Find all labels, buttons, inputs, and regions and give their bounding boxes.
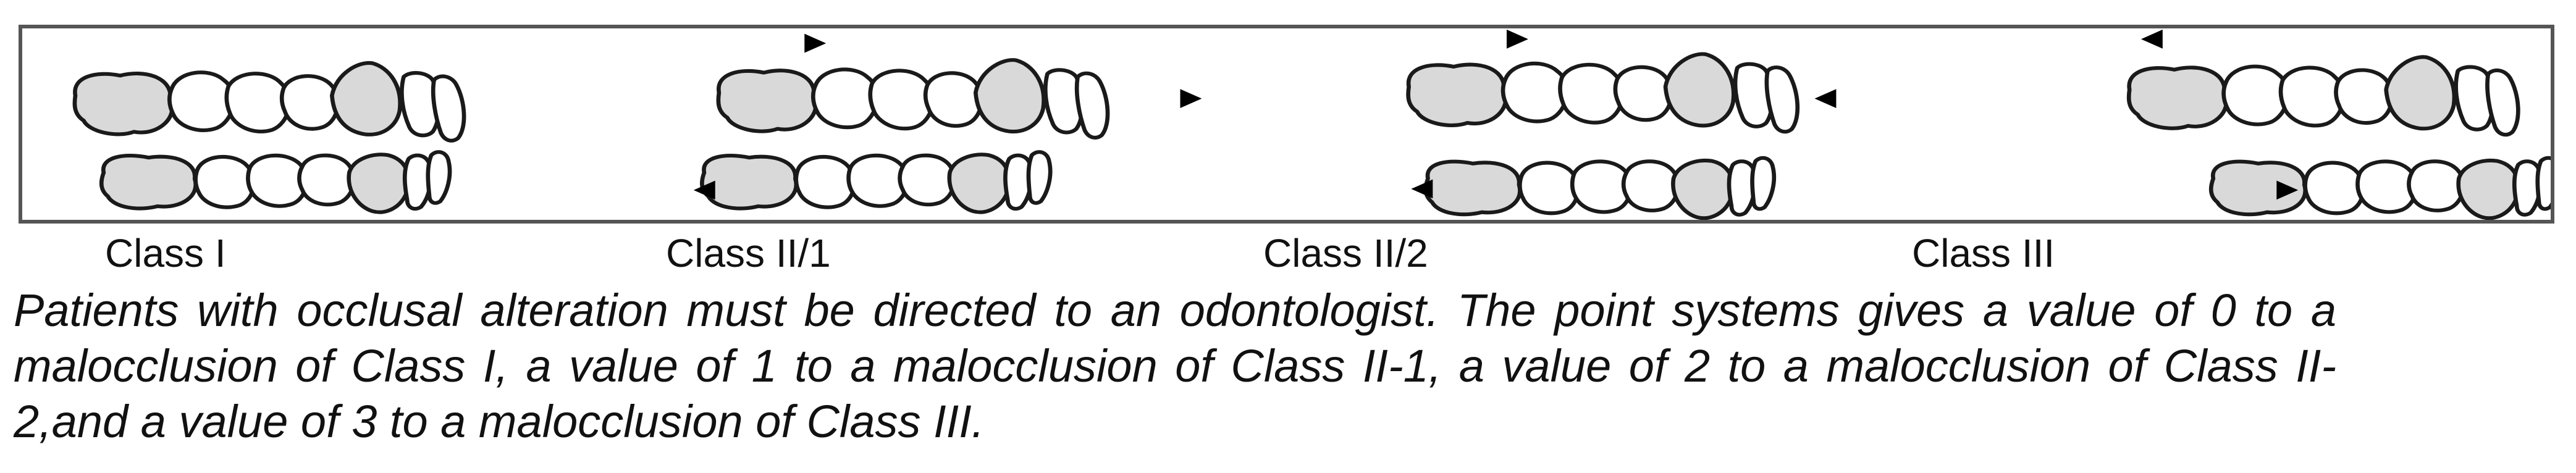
label-class-i: Class I <box>105 231 226 275</box>
arrow-left-icon <box>2140 29 2218 49</box>
lower-teeth <box>1426 158 1774 218</box>
arrow-right-icon <box>1451 29 1528 49</box>
class-ii-2-illustration <box>1408 29 1892 218</box>
label-class-iii: Class III <box>1912 231 2055 275</box>
class-ii-1-illustration <box>693 33 1202 212</box>
figure-caption: Patients with occlusal alteration must b… <box>14 285 2336 447</box>
upper-teeth <box>1408 54 1798 132</box>
occlusion-illustrations <box>22 29 2551 220</box>
malocclusion-figure <box>19 25 2554 224</box>
lower-teeth <box>101 152 450 212</box>
class-iii-illustration <box>2129 29 2551 218</box>
upper-teeth <box>75 63 464 141</box>
label-class-ii-1: Class II/1 <box>666 231 831 275</box>
lower-teeth <box>702 152 1050 212</box>
label-class-ii-2: Class II/2 <box>1263 231 1428 275</box>
arrow-left-icon <box>1814 89 1892 109</box>
upper-teeth <box>2129 57 2518 135</box>
arrow-right-icon <box>1124 89 1202 109</box>
lower-teeth <box>2211 158 2551 218</box>
class-i-illustration <box>75 63 464 212</box>
arrow-right-icon <box>749 33 827 53</box>
upper-teeth <box>718 60 1108 138</box>
